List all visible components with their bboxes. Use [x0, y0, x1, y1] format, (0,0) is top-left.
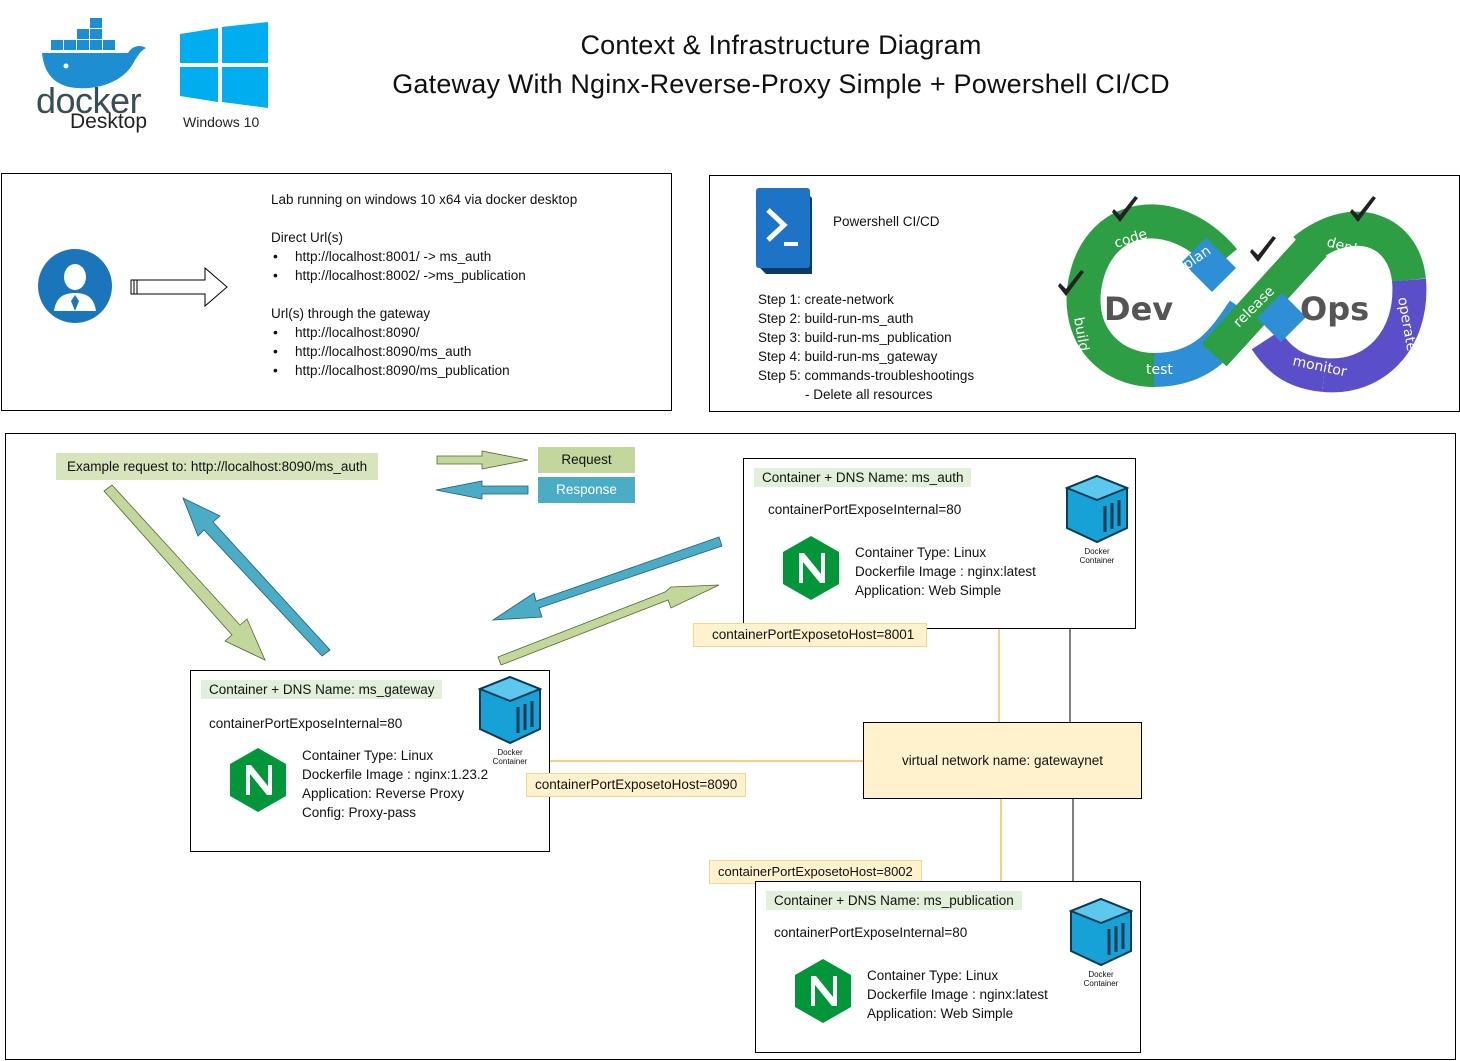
windows-logo: Windows 10 [180, 22, 270, 132]
cicd-step: Step 2: build-run-ms_auth [758, 311, 914, 326]
container-ms-gateway: Container + DNS Name: ms_gateway contain… [190, 670, 550, 852]
container-internal-port: containerPortExposeInternal=80 [774, 925, 968, 940]
diagram-title-line1: Context & Infrastructure Diagram [580, 30, 982, 60]
devops-build-label: build [1070, 316, 1092, 353]
direct-urls-heading: Direct Url(s) [271, 230, 343, 245]
docker-icon-label: Docker [1084, 547, 1110, 556]
response-from-auth-arrow [491, 536, 723, 621]
devops-dev-label: Dev [1104, 290, 1173, 328]
lab-intro: Lab running on windows 10 x64 via docker… [271, 192, 578, 207]
gateway-urls-heading: Url(s) through the gateway [271, 306, 431, 321]
container-internal-port: containerPortExposeInternal=80 [209, 716, 403, 731]
direct-urls-list: http://localhost:8001/ -> ms_auth http:/… [271, 247, 661, 285]
container-config: Config: Proxy-pass [302, 805, 417, 820]
checkmark-icon [1350, 196, 1376, 222]
container-type: Container Type: Linux [867, 968, 999, 983]
user-avatar-icon [38, 249, 112, 323]
container-internal-port: containerPortExposeInternal=80 [768, 502, 962, 517]
response-legend: Response [538, 477, 635, 503]
cicd-title: Powershell CI/CD [833, 214, 940, 229]
container-app: Application: Web Simple [855, 583, 1002, 598]
request-legend-arrow [436, 450, 529, 470]
container-type: Container Type: Linux [855, 545, 987, 560]
windows-icon [180, 22, 268, 108]
virtual-network-label: virtual network name: gatewaynet [901, 753, 1104, 768]
devops-test-label: test [1146, 362, 1173, 378]
devops-ops-label: Ops [1300, 290, 1369, 328]
docker-icon-label: Docker [1088, 970, 1114, 979]
container-image: Dockerfile Image : nginx:latest [855, 564, 1036, 579]
response-from-gateway-arrow [182, 497, 331, 657]
docker-icon-label: Container [492, 757, 528, 766]
container-image: Dockerfile Image : nginx:1.23.2 [302, 767, 489, 782]
response-legend-arrow [435, 480, 529, 500]
gateway-url-item: http://localhost:8090/ms_publication [273, 361, 661, 380]
docker-desktop-logo: docker Desktop [36, 18, 156, 136]
docker-logo-text: docker [36, 80, 142, 121]
container-image: Dockerfile Image : nginx:latest [867, 987, 1048, 1002]
cicd-step: Step 1: create-network [758, 292, 894, 307]
virtual-network-box: virtual network name: gatewaynet [863, 722, 1142, 799]
container-ms-auth: Container + DNS Name: ms_auth containerP… [743, 458, 1136, 629]
nginx-icon [795, 959, 851, 1023]
gateway-urls-list: http://localhost:8090/ http://localhost:… [271, 323, 661, 380]
diagram-title-line2: Gateway With Nginx-Reverse-Proxy Simple … [392, 69, 1170, 99]
user-arrow-icon [130, 266, 228, 308]
devops-infinity-graphic: code build test plan release deploy oper… [1058, 196, 1427, 393]
container-name: Container + DNS Name: ms_auth [754, 468, 972, 487]
docker-icon-label: Docker [497, 748, 523, 757]
request-to-gateway-arrow [103, 484, 266, 661]
docker-whale-icon [42, 18, 146, 89]
docker-logo-sub: Desktop [70, 110, 148, 133]
cicd-step: Step 4: build-run-ms_gateway [758, 349, 938, 364]
direct-url-item: http://localhost:8001/ -> ms_auth [273, 247, 661, 266]
request-legend: Request [538, 447, 635, 473]
container-name: Container + DNS Name: ms_gateway [201, 680, 443, 699]
container-name: Container + DNS Name: ms_publication [766, 891, 1022, 910]
container-app: Application: Reverse Proxy [302, 786, 465, 801]
gateway-host-port: containerPortExposetoHost=8090 [526, 773, 747, 797]
cicd-step: - Delete all resources [805, 387, 933, 402]
request-to-auth-arrow [497, 584, 720, 666]
container-type: Container Type: Linux [302, 748, 434, 763]
publication-host-port: containerPortExposetoHost=8002 [709, 860, 922, 884]
checkmark-icons [1058, 196, 1376, 296]
powershell-icon [756, 188, 812, 274]
direct-url-item: http://localhost:8002/ ->ms_publication [273, 266, 661, 285]
cicd-panel: Powershell CI/CD Step 1: create-network … [709, 175, 1460, 412]
checkmark-icon [1112, 196, 1138, 222]
example-request-label: Example request to: http://localhost:809… [56, 453, 379, 480]
gateway-url-item: http://localhost:8090/ms_auth [273, 342, 661, 361]
container-ms-publication: Container + DNS Name: ms_publication con… [755, 881, 1141, 1053]
windows-label: Windows 10 [183, 114, 260, 130]
auth-host-port: containerPortExposetoHost=8001 [693, 623, 928, 647]
checkmark-icon [1250, 236, 1276, 262]
docker-icon-label: Container [1083, 979, 1119, 988]
checkmark-icon [1058, 270, 1084, 296]
lab-info-panel: Lab running on windows 10 x64 via docker… [1, 173, 672, 411]
nginx-icon [783, 536, 839, 600]
container-app: Application: Web Simple [867, 1006, 1014, 1021]
docker-icon-label: Container [1079, 556, 1115, 565]
cicd-step: Step 5: commands-troubleshootings [758, 368, 975, 383]
nginx-icon [230, 748, 286, 812]
gateway-url-item: http://localhost:8090/ [273, 323, 661, 342]
cicd-step: Step 3: build-run-ms_publication [758, 330, 952, 345]
